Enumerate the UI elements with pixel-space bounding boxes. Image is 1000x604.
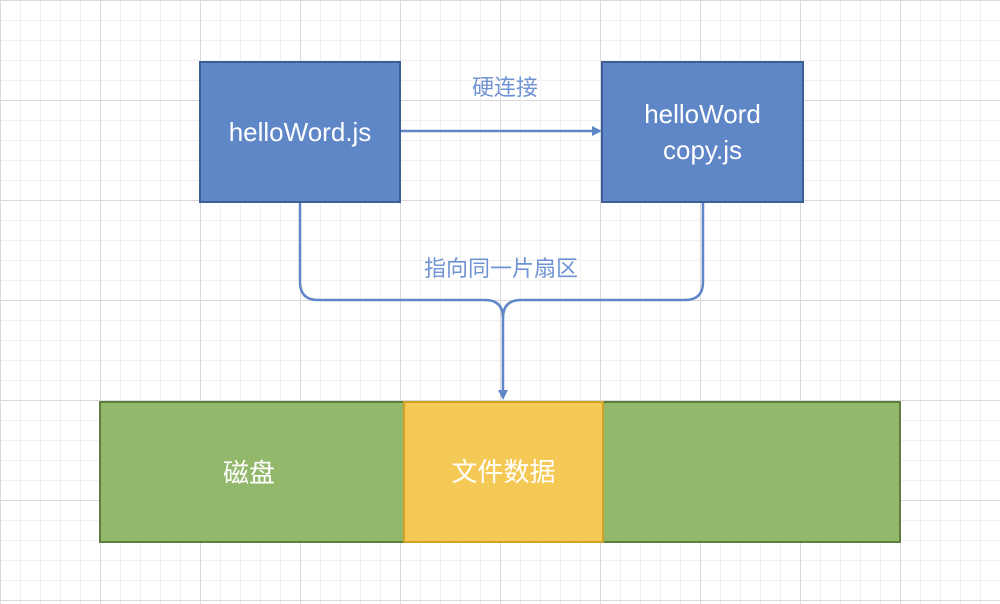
- disk-region-right: [601, 401, 901, 543]
- same-sector-label: 指向同一片扇区: [424, 257, 579, 282]
- left-sector-connector: [298, 203, 505, 319]
- right-sector-connector: [501, 203, 705, 319]
- file-data-label: 文件数据: [451, 457, 556, 487]
- disk-label: 磁盘: [223, 458, 276, 488]
- disk-region-left: 磁盘: [99, 401, 405, 543]
- file-node-hellowordcopy[interactable]: helloWord copy.js: [601, 61, 804, 203]
- file-data-block[interactable]: 文件数据: [403, 401, 604, 543]
- file-node-hellowordjs[interactable]: helloWord.js: [199, 61, 401, 203]
- file-node-hellowordjs-label: helloWord.js: [228, 117, 372, 147]
- hardlink-label: 硬连接: [472, 76, 539, 101]
- file-node-hellowordcopy-label: helloWord copy.js: [644, 99, 761, 165]
